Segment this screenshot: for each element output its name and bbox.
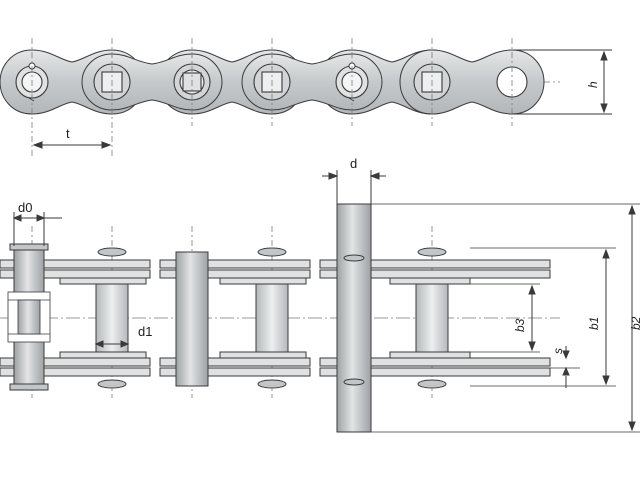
dim-pin: [322, 170, 386, 204]
label-height: h: [586, 81, 600, 88]
chain-top-view: d0 d d1: [0, 156, 640, 433]
dim-outer-width: [602, 248, 610, 386]
chain-side-view: t h: [0, 38, 612, 158]
lower-plates: [0, 351, 551, 377]
label-plate-thickness: s: [551, 348, 565, 354]
dim-pin-end: [12, 212, 62, 246]
label-pitch: t: [66, 126, 70, 141]
dim-roller: [94, 340, 130, 348]
label-inner-width: b3: [513, 318, 527, 332]
dim-plate-thickness: [562, 346, 570, 388]
label-roller-diameter: d1: [138, 324, 152, 339]
dim-height: [512, 49, 612, 115]
label-pin-length: b2: [629, 316, 640, 330]
label-outer-width: b1: [587, 317, 601, 330]
dim-pitch: [32, 141, 112, 149]
roller-3: [415, 283, 449, 355]
dim-inner-width: [528, 284, 536, 352]
pin-3: [336, 203, 372, 433]
upper-plates: [0, 259, 551, 285]
rollers: [95, 283, 449, 355]
roller-2: [255, 283, 289, 355]
label-pin-end-diameter: d0: [18, 200, 32, 215]
pin-2: [175, 251, 209, 387]
dim-pin-length: [628, 204, 636, 432]
label-pin-diameter: d: [350, 156, 357, 171]
